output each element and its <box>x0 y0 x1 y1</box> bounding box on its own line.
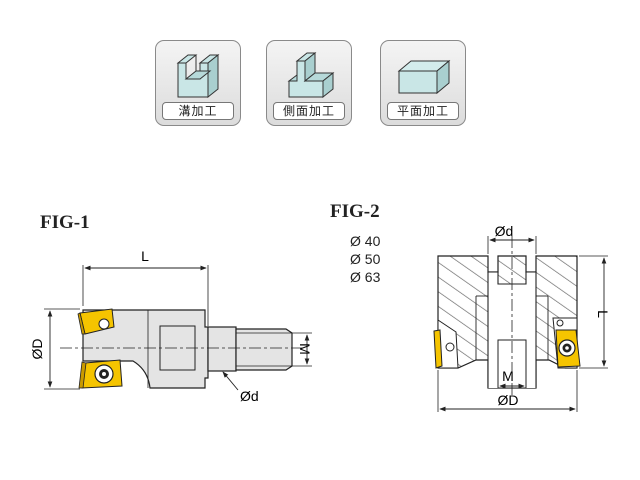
tile-label: 溝加工 <box>162 102 234 120</box>
fig2-title: FIG-2 <box>330 201 380 222</box>
side-milling-icon <box>287 51 335 99</box>
diameter-option: Ø 63 <box>350 269 381 285</box>
tile-label: 側面加工 <box>273 102 345 120</box>
tile-slot-milling[interactable]: 溝加工 <box>155 40 241 126</box>
lower-insert <box>78 359 123 389</box>
fig2-length-label: L <box>595 310 611 318</box>
tile-side-milling[interactable]: 側面加工 <box>266 40 352 126</box>
upper-insert <box>77 308 115 335</box>
fig1-diameter-label: ØD <box>29 339 45 360</box>
fig2-keyway-label: M <box>502 368 514 384</box>
fig2-diameter-label: ØD <box>498 392 519 408</box>
tile-face-milling[interactable]: 平面加工 <box>380 40 466 126</box>
face-milling-icon <box>397 59 451 95</box>
fig2-bore-label: Ød <box>495 223 514 239</box>
fig1-shank-label: Ød <box>240 388 259 404</box>
fig1-length-label: L <box>141 248 149 264</box>
tile-label: 平面加工 <box>387 102 459 120</box>
slot-milling-icon <box>176 53 220 99</box>
diameter-option: Ø 40 <box>350 233 381 249</box>
diameter-list: Ø 40 Ø 50 Ø 63 <box>350 232 380 286</box>
diameter-option: Ø 50 <box>350 251 381 267</box>
fig1-thread-label: M <box>297 343 313 355</box>
fig1-title: FIG-1 <box>40 212 90 233</box>
fig2-drawing <box>433 236 608 412</box>
fig1-drawing <box>44 265 312 391</box>
